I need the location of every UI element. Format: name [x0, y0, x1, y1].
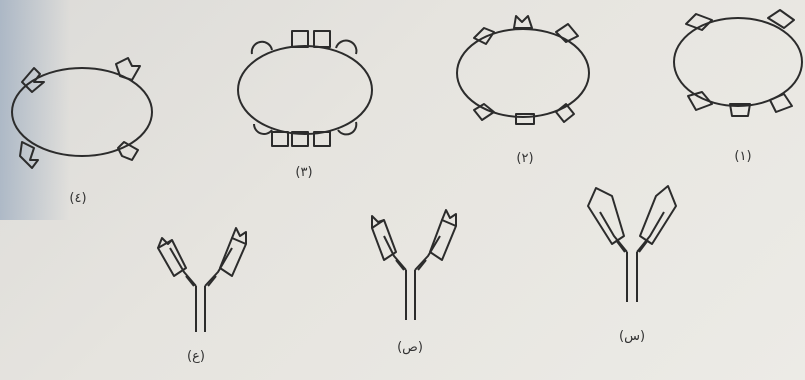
- cell-2: [457, 16, 589, 124]
- antibody-ain-tip: [220, 238, 246, 276]
- cell-4-receptor: [118, 142, 138, 160]
- cell-2-label: (٢): [516, 152, 533, 165]
- cell-3: [238, 31, 372, 146]
- cell-1-receptor: [688, 92, 712, 110]
- cell-4-receptor: [116, 58, 140, 80]
- cell-1-label: (١): [734, 150, 751, 163]
- cell-4-membrane: [12, 68, 152, 156]
- antibody-sin-tip: [640, 186, 676, 244]
- antibody-sin: [588, 186, 676, 302]
- antibody-sad-label: (ص): [397, 341, 423, 354]
- cell-3-receptor: [292, 31, 308, 47]
- cell-1-membrane: [674, 18, 802, 106]
- cell-3-membrane: [238, 46, 372, 134]
- antibody-ain: [158, 228, 246, 332]
- antibody-sad-tip: [372, 220, 396, 260]
- cell-2-receptor: [514, 16, 532, 28]
- cell-3-receptor: [254, 124, 272, 134]
- antibody-sad-tip: [430, 220, 456, 260]
- antibody-sin-label: (س): [619, 330, 645, 343]
- antibody-sad: [372, 210, 456, 320]
- cell-2-receptor: [516, 114, 534, 124]
- cell-3-label: (٣): [295, 166, 312, 179]
- cell-3-receptor: [272, 132, 288, 146]
- cell-1-receptor: [770, 94, 792, 112]
- cell-3-receptor: [314, 31, 330, 47]
- cell-4: [12, 58, 152, 168]
- antibody-sin-tip: [588, 188, 624, 244]
- antibody-ain-label: (ع): [187, 350, 205, 363]
- antibody-ain-tip: [158, 240, 186, 276]
- cell-1: [674, 10, 802, 116]
- cell-4-label: (٤): [69, 192, 86, 205]
- cell-2-membrane: [457, 29, 589, 117]
